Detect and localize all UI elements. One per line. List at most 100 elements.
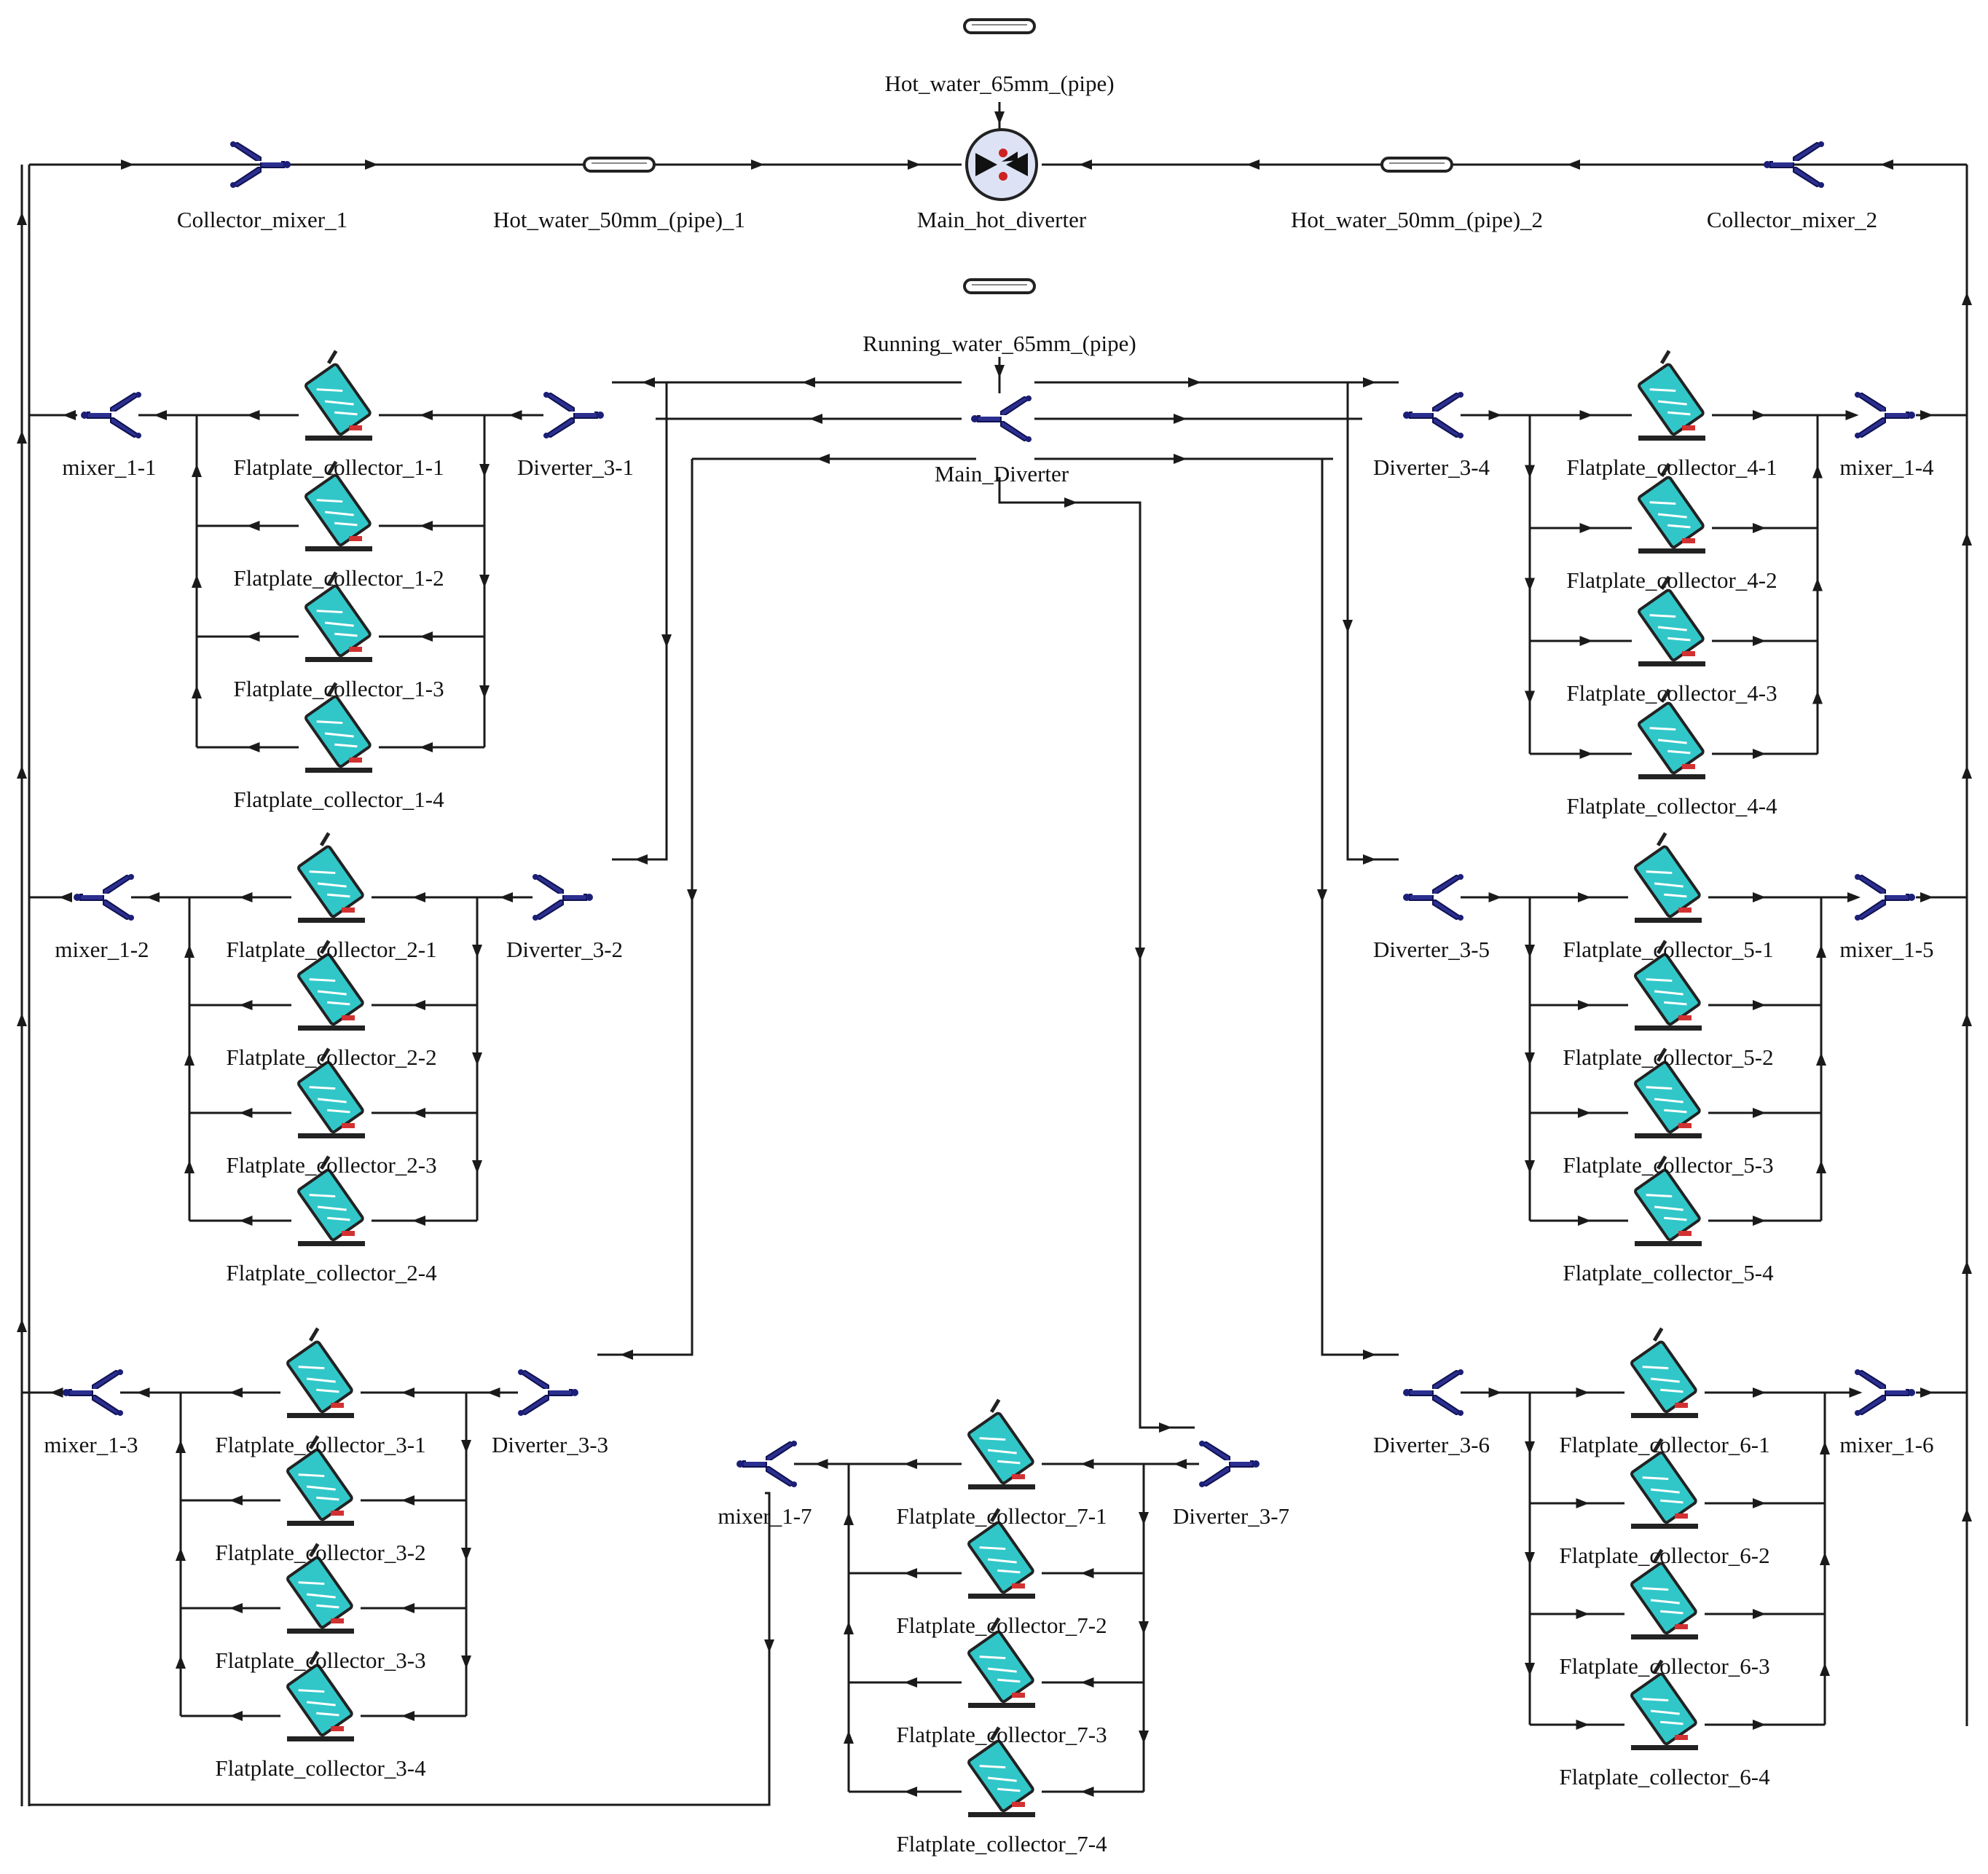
flow-arrow xyxy=(1488,410,1502,420)
flatplate-collector-icon-3-1[interactable] xyxy=(280,1327,358,1418)
flatplate-collector-icon-4-3[interactable] xyxy=(1632,575,1710,666)
flatplate-collector-label-3-1: Flatplate_collector_3-1 xyxy=(215,1432,425,1457)
flatplate-collector-icon-4-2[interactable] xyxy=(1632,462,1710,554)
flatplate-collector-icon-2-1[interactable] xyxy=(291,832,369,923)
flatplate-collector-label-7-2: Flatplate_collector_7-2 xyxy=(896,1613,1107,1638)
flatplate-collector-icon-2-4[interactable] xyxy=(291,1155,369,1246)
flatplate-collector-icon-7-3[interactable] xyxy=(962,1617,1040,1708)
flow-arrow xyxy=(1753,1000,1766,1010)
diverter-icon-4[interactable] xyxy=(1403,392,1464,438)
flow-arrow xyxy=(634,854,648,865)
flow-arrow xyxy=(50,1387,63,1398)
diverter-icon-1[interactable] xyxy=(543,392,604,438)
flatplate-collector-icon-2-2[interactable] xyxy=(291,940,369,1031)
flow-arrow xyxy=(1525,578,1535,591)
flow-arrow xyxy=(642,377,655,387)
flatplate-collector-label-1-3: Flatplate_collector_1-3 xyxy=(233,676,444,701)
mixer-icon-5[interactable] xyxy=(1854,874,1915,921)
diverter-label-6: Diverter_3-6 xyxy=(1373,1432,1490,1457)
flow-arrow xyxy=(487,1387,500,1398)
running-water-65mm-pipe-label: Running_water_65mm_(pipe) xyxy=(863,331,1136,356)
diverter-icon-5[interactable] xyxy=(1403,874,1464,921)
flatplate-collector-icon-7-4[interactable] xyxy=(962,1726,1040,1817)
mixer-icon-2[interactable] xyxy=(74,874,135,921)
flow-arrow xyxy=(1920,1387,1933,1398)
flatplate-collector-icon-7-1[interactable] xyxy=(962,1398,1040,1489)
flatplate-collector-icon-6-1[interactable] xyxy=(1624,1327,1702,1418)
flow-arrow xyxy=(176,1440,186,1453)
flow-arrow xyxy=(1525,1552,1535,1565)
flow-arrow xyxy=(1578,1000,1591,1010)
diverter-icon-7[interactable] xyxy=(1198,1441,1260,1487)
mixer-icon-7[interactable] xyxy=(736,1441,798,1487)
hot-water-50mm-pipe-1-icon[interactable] xyxy=(583,157,656,173)
flatplate-collector-icon-3-2[interactable] xyxy=(280,1435,358,1526)
flow-arrow xyxy=(1576,1609,1590,1619)
flow-arrow xyxy=(802,377,815,387)
flow-arrow xyxy=(1576,1387,1590,1398)
flow-arrow xyxy=(1525,1052,1535,1066)
flow-arrow xyxy=(1159,1422,1172,1433)
flow-arrow xyxy=(1847,892,1861,902)
flatplate-collector-icon-3-3[interactable] xyxy=(280,1543,358,1634)
mixer-icon-3[interactable] xyxy=(63,1369,124,1416)
flow-arrow xyxy=(1317,889,1327,902)
flatplate-collector-label-5-3: Flatplate_collector_5-3 xyxy=(1563,1152,1773,1178)
diverter-icon-3[interactable] xyxy=(517,1369,578,1416)
flow-arrow xyxy=(1525,465,1535,479)
mixer-icon-1[interactable] xyxy=(81,392,142,438)
flow-arrow xyxy=(1525,945,1535,958)
flatplate-collector-label-6-2: Flatplate_collector_6-2 xyxy=(1559,1543,1769,1568)
flow-arrow xyxy=(1579,749,1593,759)
flow-arrow xyxy=(1816,1160,1826,1173)
flatplate-collector-icon-2-3[interactable] xyxy=(291,1047,369,1138)
flow-arrow xyxy=(192,575,202,588)
mixer-icon-6[interactable] xyxy=(1854,1369,1915,1416)
collector-mixer-2-icon[interactable] xyxy=(1764,141,1825,188)
flatplate-collector-icon-1-4[interactable] xyxy=(299,682,377,773)
mixer-label-3: mixer_1-3 xyxy=(44,1432,138,1457)
collector-mixer-1-icon[interactable] xyxy=(229,141,291,188)
flow-arrow xyxy=(1962,1261,1972,1274)
flatplate-collector-icon-5-2[interactable] xyxy=(1628,940,1706,1031)
flow-arrow xyxy=(844,1512,854,1525)
flatplate-collector-icon-5-4[interactable] xyxy=(1628,1155,1706,1246)
running-water-65mm-pipe-icon[interactable] xyxy=(963,278,1036,294)
flatplate-collector-icon-1-2[interactable] xyxy=(299,460,377,551)
mixer-icon-4[interactable] xyxy=(1854,392,1915,438)
flatplate-collector-icon-1-1[interactable] xyxy=(299,350,377,441)
flatplate-collector-label-5-2: Flatplate_collector_5-2 xyxy=(1563,1044,1773,1070)
main-diverter-label: Main_Diverter xyxy=(935,461,1069,487)
flow-arrow xyxy=(17,1319,27,1332)
diverter-icon-2[interactable] xyxy=(532,874,593,921)
flatplate-collector-icon-4-1[interactable] xyxy=(1632,350,1710,441)
flatplate-collector-icon-5-1[interactable] xyxy=(1628,832,1706,923)
diverter-label-7: Diverter_3-7 xyxy=(1173,1503,1289,1529)
flow-arrow xyxy=(246,521,260,531)
hot-water-65mm-pipe-icon[interactable] xyxy=(963,18,1036,34)
main-hot-diverter-icon[interactable] xyxy=(965,128,1038,201)
flatplate-collector-icon-3-4[interactable] xyxy=(280,1650,358,1741)
flatplate-collector-icon-5-3[interactable] xyxy=(1628,1047,1706,1138)
flatplate-collector-icon-1-3[interactable] xyxy=(299,571,377,662)
flatplate-collector-label-3-2: Flatplate_collector_3-2 xyxy=(215,1540,425,1565)
flatplate-collector-icon-6-4[interactable] xyxy=(1624,1659,1702,1750)
flow-arrow xyxy=(401,1495,415,1505)
main-diverter-icon[interactable] xyxy=(971,395,1032,442)
flatplate-collector-icon-6-3[interactable] xyxy=(1624,1548,1702,1639)
diverter-icon-6[interactable] xyxy=(1403,1369,1464,1416)
flatplate-collector-icon-4-4[interactable] xyxy=(1632,688,1710,779)
mixer-label-2: mixer_1-2 xyxy=(55,937,149,962)
flatplate-collector-label-3-3: Flatplate_collector_3-3 xyxy=(215,1647,425,1673)
flatplate-collector-label-4-2: Flatplate_collector_4-2 xyxy=(1566,567,1777,593)
hot-water-50mm-pipe-2-icon[interactable] xyxy=(1380,157,1453,173)
flow-arrow xyxy=(412,1108,425,1118)
flatplate-collector-icon-6-2[interactable] xyxy=(1624,1438,1702,1529)
mixer-label-4: mixer_1-4 xyxy=(1839,454,1934,480)
flow-arrow xyxy=(1080,1459,1094,1469)
flatplate-collector-icon-7-2[interactable] xyxy=(962,1508,1040,1599)
flatplate-collector-label-6-1: Flatplate_collector_6-1 xyxy=(1559,1432,1769,1457)
mixer-label-6: mixer_1-6 xyxy=(1839,1432,1933,1457)
flow-arrow xyxy=(1753,636,1766,646)
flow-arrow xyxy=(1753,749,1766,759)
